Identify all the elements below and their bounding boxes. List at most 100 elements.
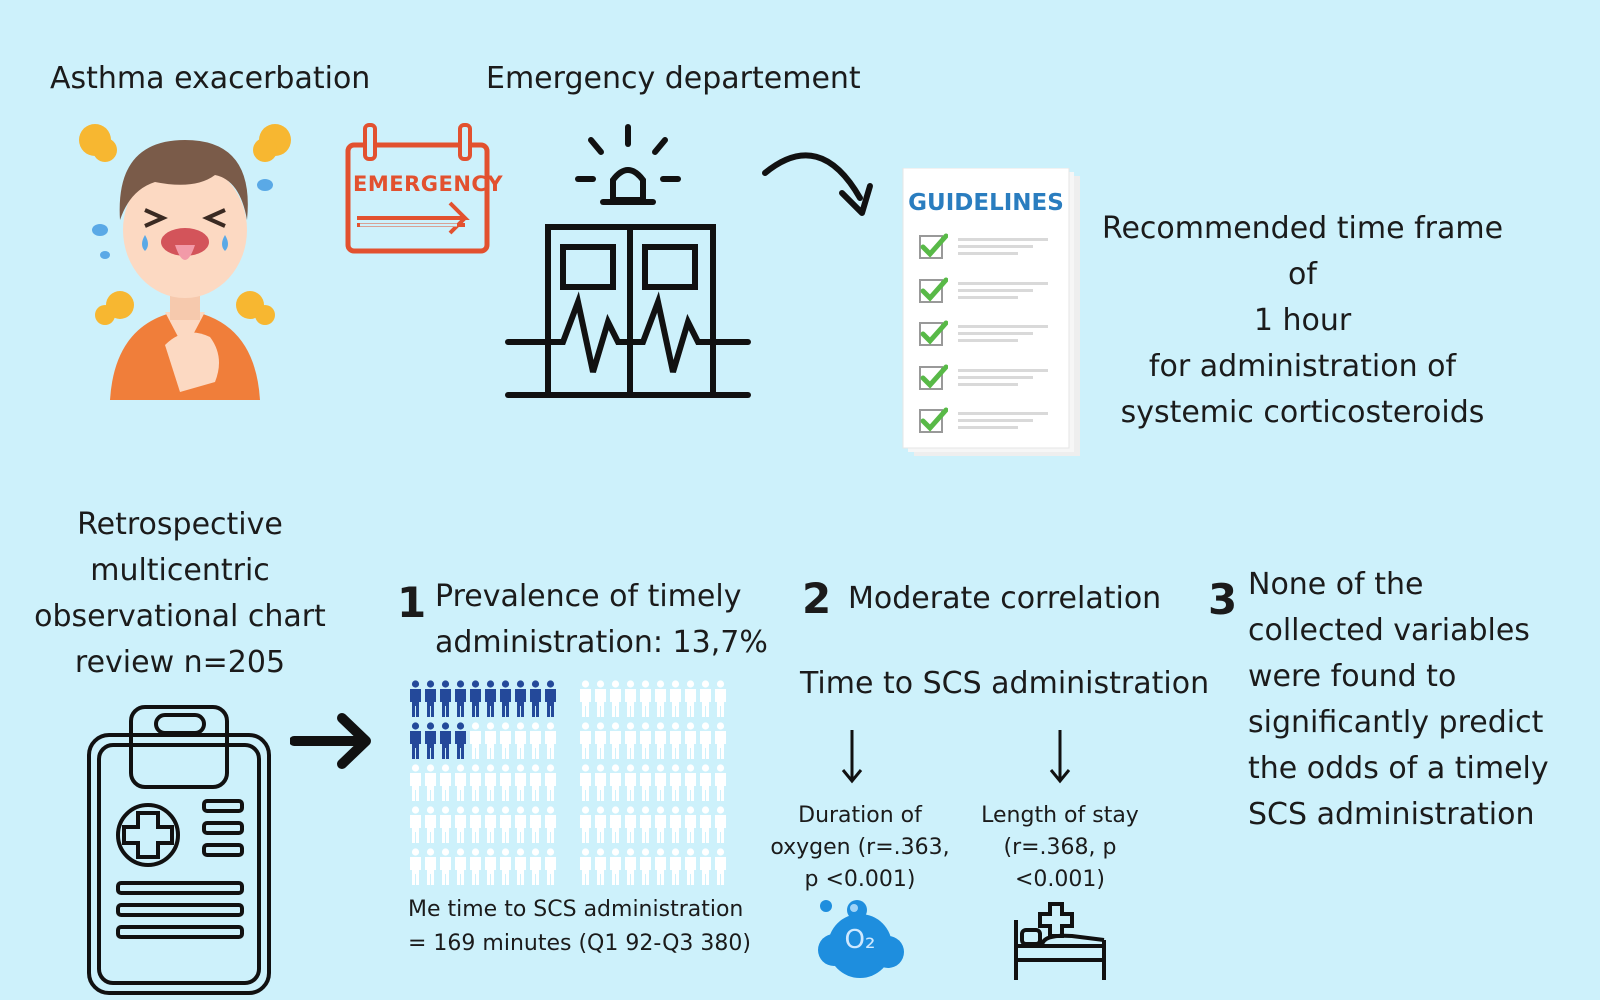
person-icon <box>593 764 608 802</box>
median-line: Me time to SCS administration <box>408 897 744 922</box>
person-icon <box>498 806 513 844</box>
curved-arrow-icon <box>760 138 875 218</box>
person-icon <box>638 806 653 844</box>
person-icon <box>528 764 543 802</box>
person-icon <box>653 764 668 802</box>
person-icon <box>453 806 468 844</box>
study-line: review n=205 <box>74 645 286 680</box>
oxygen-symbol: O₂ <box>844 925 876 955</box>
study-design-text: Retrospective multicentric observational… <box>30 502 330 686</box>
person-icon <box>653 680 668 718</box>
person-icon <box>483 722 498 760</box>
checklist-row <box>918 232 1058 262</box>
emergency-department-icon <box>503 122 753 402</box>
person-icon <box>423 764 438 802</box>
finding-2-subtitle: Time to SCS administration <box>800 666 1210 701</box>
person-icon <box>623 848 638 886</box>
person-icon <box>683 848 698 886</box>
person-icon <box>423 722 438 760</box>
person-icon <box>623 680 638 718</box>
oxygen-line: p <0.001) <box>804 867 916 892</box>
emergency-sign-icon <box>345 123 490 255</box>
person-icon <box>468 848 483 886</box>
study-line: multicentric <box>90 553 270 588</box>
person-icon <box>483 764 498 802</box>
person-icon <box>668 722 683 760</box>
down-arrow-icon <box>1048 728 1072 784</box>
finding-1-number: 1 <box>397 578 427 627</box>
down-arrow-icon <box>840 728 864 784</box>
person-icon <box>698 848 713 886</box>
checklist-row <box>918 319 1058 349</box>
recommendation-line: systemic corticosteroids <box>1120 395 1485 430</box>
person-icon <box>423 848 438 886</box>
person-icon <box>453 764 468 802</box>
person-icon <box>653 848 668 886</box>
person-icon <box>528 806 543 844</box>
person-icon <box>438 722 453 760</box>
oxygen-correlation-text: Duration of oxygen (r=.363, p <0.001) <box>770 800 950 896</box>
person-icon <box>513 680 528 718</box>
hospital-bed-icon <box>1012 900 1108 980</box>
person-icon <box>468 764 483 802</box>
study-line: Retrospective <box>77 507 283 542</box>
person-icon <box>408 680 423 718</box>
checklist-row <box>918 406 1058 436</box>
person-icon <box>608 722 623 760</box>
checklist-row <box>918 363 1058 393</box>
person-icon <box>593 680 608 718</box>
oxygen-line: oxygen (r=.363, <box>770 835 950 860</box>
person-icon <box>593 722 608 760</box>
person-icon <box>578 848 593 886</box>
person-icon <box>638 722 653 760</box>
emergency-sign-text: EMERGENCY <box>353 172 504 196</box>
right-arrow-icon <box>290 712 375 770</box>
person-icon <box>438 680 453 718</box>
person-icon <box>408 722 423 760</box>
medical-clipboard-icon <box>86 705 276 995</box>
person-icon <box>623 722 638 760</box>
person-icon <box>638 848 653 886</box>
person-icon <box>513 764 528 802</box>
finding-3-number: 3 <box>1208 575 1238 624</box>
stay-line: <0.001) <box>1015 867 1105 892</box>
person-icon <box>498 764 513 802</box>
person-icon <box>683 806 698 844</box>
person-icon <box>638 680 653 718</box>
people-grid-right <box>578 680 728 886</box>
person-icon <box>668 764 683 802</box>
person-icon <box>608 848 623 886</box>
stay-line: Length of stay <box>981 803 1139 828</box>
person-icon <box>453 848 468 886</box>
oxygen-line: Duration of <box>798 803 922 828</box>
checkmark-icon <box>919 320 948 346</box>
person-icon <box>483 680 498 718</box>
finding-2-title: Moderate correlation <box>848 581 1162 616</box>
emergency-label: Emergency departement <box>486 61 861 96</box>
person-icon <box>513 848 528 886</box>
person-icon <box>698 764 713 802</box>
checkmark-icon <box>919 407 948 433</box>
finding-1-line: Prevalence of timely <box>435 579 742 614</box>
person-icon <box>543 764 558 802</box>
person-icon <box>498 680 513 718</box>
finding-3-line: significantly predict <box>1248 705 1544 740</box>
length-of-stay-text: Length of stay (r=.368, p <0.001) <box>970 800 1150 896</box>
person-icon <box>408 806 423 844</box>
finding-3-line: collected variables <box>1248 613 1530 648</box>
person-icon <box>593 806 608 844</box>
person-icon <box>543 680 558 718</box>
person-icon <box>608 680 623 718</box>
finding-3-text: None of the collected variables were fou… <box>1248 562 1549 838</box>
person-icon <box>438 764 453 802</box>
person-icon <box>578 680 593 718</box>
asthma-label: Asthma exacerbation <box>50 61 371 96</box>
recommendation-line: 1 hour <box>1253 303 1352 338</box>
person-icon <box>683 680 698 718</box>
finding-3-line: SCS administration <box>1248 797 1535 832</box>
median-line: = 169 minutes (Q1 92-Q3 380) <box>408 931 751 956</box>
person-icon <box>528 722 543 760</box>
person-icon <box>698 806 713 844</box>
person-icon <box>468 806 483 844</box>
person-icon <box>423 806 438 844</box>
